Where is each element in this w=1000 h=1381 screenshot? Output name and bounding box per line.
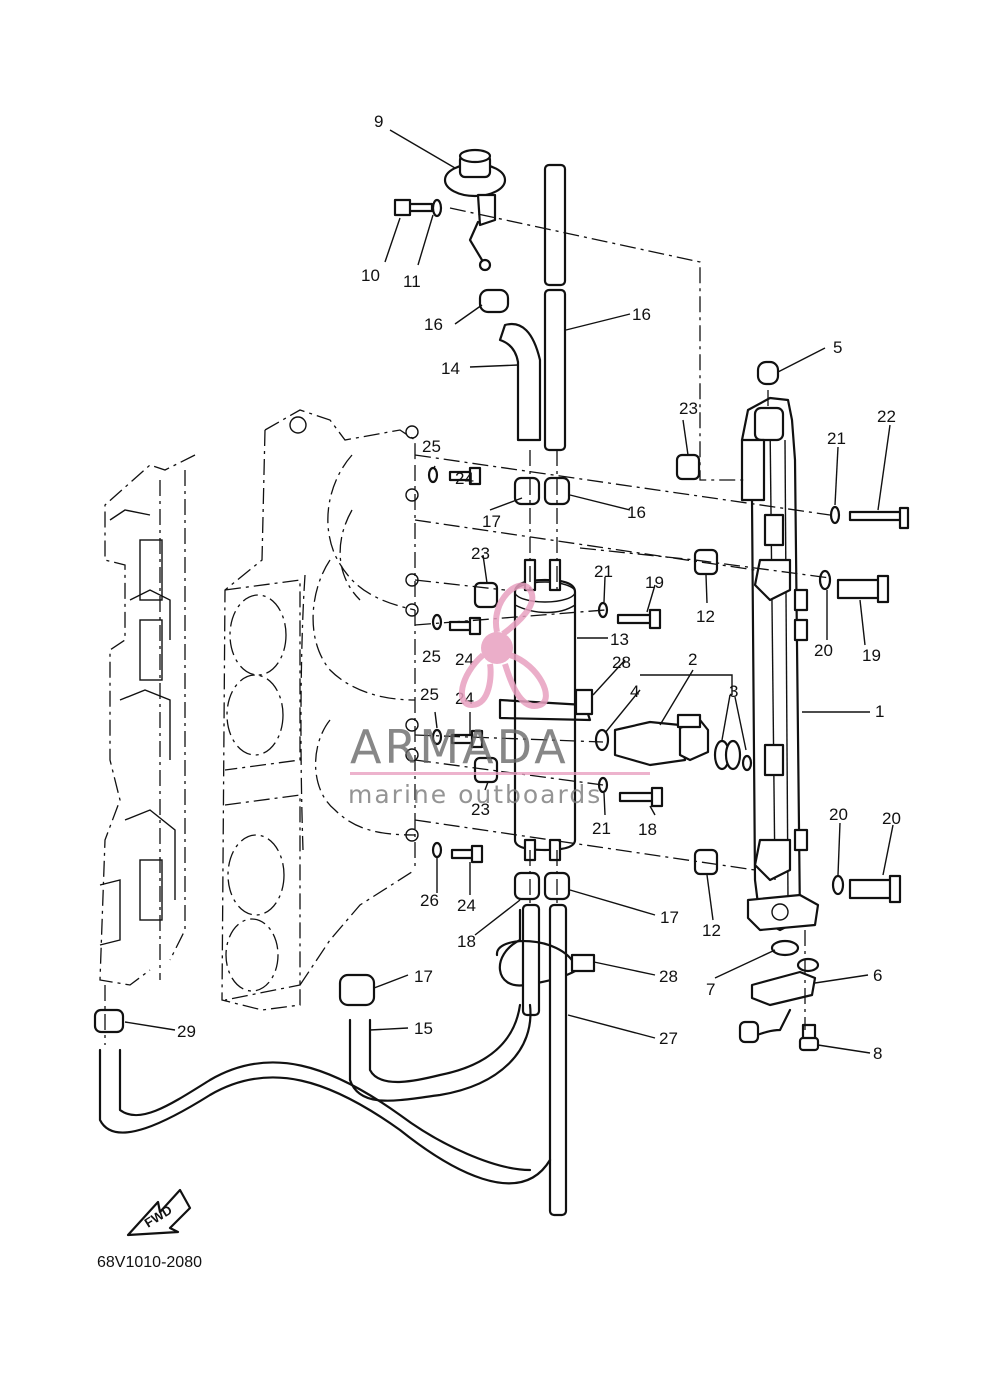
callout: 20 xyxy=(814,641,833,660)
callout: 19 xyxy=(862,646,881,665)
callout: 21 xyxy=(592,819,611,838)
callout: 24 xyxy=(455,469,474,488)
callout-numbers: 9 10 11 16 14 16 5 23 21 22 25 24 17 16 … xyxy=(177,112,901,1063)
watermark-tagline: marine outboards xyxy=(348,780,602,809)
callout: 24 xyxy=(457,896,476,915)
callout: 17 xyxy=(660,908,679,927)
callout: 26 xyxy=(420,891,439,910)
fuel-rail xyxy=(740,396,820,932)
callout: 19 xyxy=(645,573,664,592)
callout: 17 xyxy=(414,967,433,986)
callout: 25 xyxy=(420,685,439,704)
callout: 28 xyxy=(612,653,631,672)
callout: 17 xyxy=(482,512,501,531)
intake-manifold xyxy=(221,409,419,1011)
callout: 23 xyxy=(471,800,490,819)
callout: 23 xyxy=(471,544,490,563)
callout: 21 xyxy=(827,429,846,448)
callout: 12 xyxy=(696,607,715,626)
callout: 16 xyxy=(424,315,443,334)
callout: 12 xyxy=(702,921,721,940)
callout: 7 xyxy=(706,980,715,999)
callout: 8 xyxy=(873,1044,882,1063)
propeller-logo-icon xyxy=(459,582,549,709)
callout: 14 xyxy=(441,359,460,378)
callout: 9 xyxy=(374,112,383,131)
assembly-lines xyxy=(104,207,831,1045)
callout: 20 xyxy=(882,809,901,828)
pressure-regulator xyxy=(443,148,507,272)
fwd-arrow-icon: FWD xyxy=(126,1188,192,1237)
callout: 27 xyxy=(659,1029,678,1048)
callout: 23 xyxy=(679,399,698,418)
callout: 6 xyxy=(873,966,882,985)
callout: 3 xyxy=(729,682,738,701)
callout: 18 xyxy=(638,820,657,839)
callout: 10 xyxy=(361,266,380,285)
callout: 24 xyxy=(455,650,474,669)
callout: 28 xyxy=(659,967,678,986)
callout: 11 xyxy=(403,272,421,291)
callout: 2 xyxy=(688,650,697,669)
callout: 5 xyxy=(833,338,842,357)
fuel-cooler xyxy=(513,558,577,862)
small-parts xyxy=(93,198,910,1052)
callout: 18 xyxy=(457,932,476,951)
callout: 25 xyxy=(422,437,441,456)
callout: 16 xyxy=(632,305,651,324)
leader-lines xyxy=(124,129,894,1054)
callout: 20 xyxy=(829,805,848,824)
watermark: ARMADA marine outboards xyxy=(348,582,650,809)
watermark-brand: ARMADA xyxy=(350,720,569,774)
callout: 15 xyxy=(414,1019,433,1038)
callout: 22 xyxy=(877,407,896,426)
diagram-code: 68V1010-2080 xyxy=(97,1254,202,1271)
callout: 13 xyxy=(610,630,629,649)
cylinder-block xyxy=(99,454,196,986)
callout: 29 xyxy=(177,1022,196,1041)
callout: 4 xyxy=(630,682,639,701)
hoses xyxy=(98,163,792,1217)
callout: 16 xyxy=(627,503,646,522)
callout: 1 xyxy=(875,702,884,721)
callout: 21 xyxy=(594,562,613,581)
callout: 25 xyxy=(422,647,441,666)
